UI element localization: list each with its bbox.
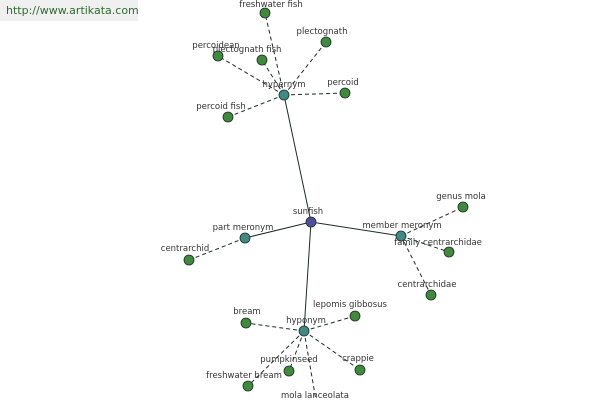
label-freshwater-fish: freshwater fish	[239, 0, 302, 10]
edge-hyponym-crappie	[303, 330, 361, 371]
node-genus-mola[interactable]	[457, 201, 469, 213]
edge-sunfish-member-meronym	[310, 221, 402, 237]
label-genus-mola: genus mola	[436, 192, 486, 202]
graph-labels: sunfish hypernym part meronym member merony…	[161, 0, 486, 400]
node-centrarchidae[interactable]	[425, 289, 437, 301]
node-family-centrarchidae[interactable]	[443, 246, 455, 258]
edge-hyponym-pumpkinseed	[288, 330, 305, 372]
node-percoid[interactable]	[339, 87, 351, 99]
edge-member-meronym-genus-mola	[400, 206, 464, 237]
edge-member-meronym-family-centrarchidae	[400, 235, 450, 253]
label-hypernym: hypernym	[262, 80, 305, 90]
edge-hyponym-bream	[245, 322, 305, 332]
label-sunfish: sunfish	[293, 207, 323, 217]
edge-sunfish-part-meronym	[244, 221, 312, 239]
node-plectognath[interactable]	[320, 36, 332, 48]
label-pumpkinseed: pumpkinseed	[260, 355, 317, 365]
label-part-meronym: part meronym	[213, 223, 274, 233]
label-family-centrarchidae: family centrarchidae	[394, 238, 482, 248]
node-freshwater-bream[interactable]	[242, 380, 254, 392]
edge-hypernym-percoidean	[217, 55, 285, 96]
node-centrarchid[interactable]	[183, 254, 195, 266]
label-centrarchid: centrarchid	[161, 244, 209, 254]
label-plectognath-fish: plectognath fish	[213, 45, 282, 55]
label-crappie: crappie	[342, 354, 374, 364]
node-freshwater-fish[interactable]	[259, 7, 271, 19]
graph-edges	[188, 12, 464, 400]
node-bream[interactable]	[240, 317, 252, 329]
edge-sunfish-hyponym	[303, 221, 312, 332]
label-centrarchidae: centrarchidae	[398, 280, 457, 290]
node-part-meronym[interactable]	[239, 232, 251, 244]
node-member-meronym[interactable]	[395, 230, 407, 242]
edge-hypernym-freshwater-fish	[264, 12, 285, 96]
node-hyponym[interactable]	[298, 325, 310, 337]
node-plectognath-fish[interactable]	[256, 54, 268, 66]
edge-hypernym-percoid	[283, 92, 346, 96]
node-sunfish[interactable]	[305, 216, 317, 228]
label-mola-lanceolata: mola lanceolata	[281, 391, 349, 400]
node-crappie[interactable]	[354, 364, 366, 376]
label-percoid-fish: percoid fish	[196, 102, 245, 112]
node-pumpkinseed[interactable]	[283, 365, 295, 377]
edge-hyponym-lepomis-gibbosus	[303, 315, 356, 332]
label-plectognath: plectognath	[297, 27, 348, 37]
label-lepomis-gibbosus: lepomis gibbosus	[313, 300, 388, 310]
edge-hyponym-mola-lanceolata	[303, 330, 317, 400]
watermark-banner: http://www.artikata.com	[0, 0, 139, 21]
label-freshwater-bream: freshwater bream	[206, 371, 282, 381]
watermark-url: http://www.artikata.com	[6, 4, 139, 17]
edge-hypernym-plectognath	[283, 41, 327, 96]
label-member-meronym: member meronym	[362, 221, 441, 231]
node-lepomis-gibbosus[interactable]	[349, 310, 361, 322]
label-bream: bream	[233, 307, 260, 317]
edge-hyponym-freshwater-bream	[247, 330, 305, 387]
graph-nodes	[183, 7, 469, 392]
edge-part-meronym-centrarchid	[188, 237, 246, 261]
label-percoidean: percoidean	[192, 41, 239, 51]
edge-sunfish-hypernym	[283, 94, 312, 223]
node-percoid-fish[interactable]	[222, 111, 234, 123]
node-percoidean[interactable]	[212, 50, 224, 62]
label-percoid: percoid	[327, 78, 359, 88]
node-hypernym[interactable]	[278, 89, 290, 101]
edge-hypernym-percoid-fish	[227, 94, 285, 118]
label-hyponym: hyponym	[286, 316, 326, 326]
